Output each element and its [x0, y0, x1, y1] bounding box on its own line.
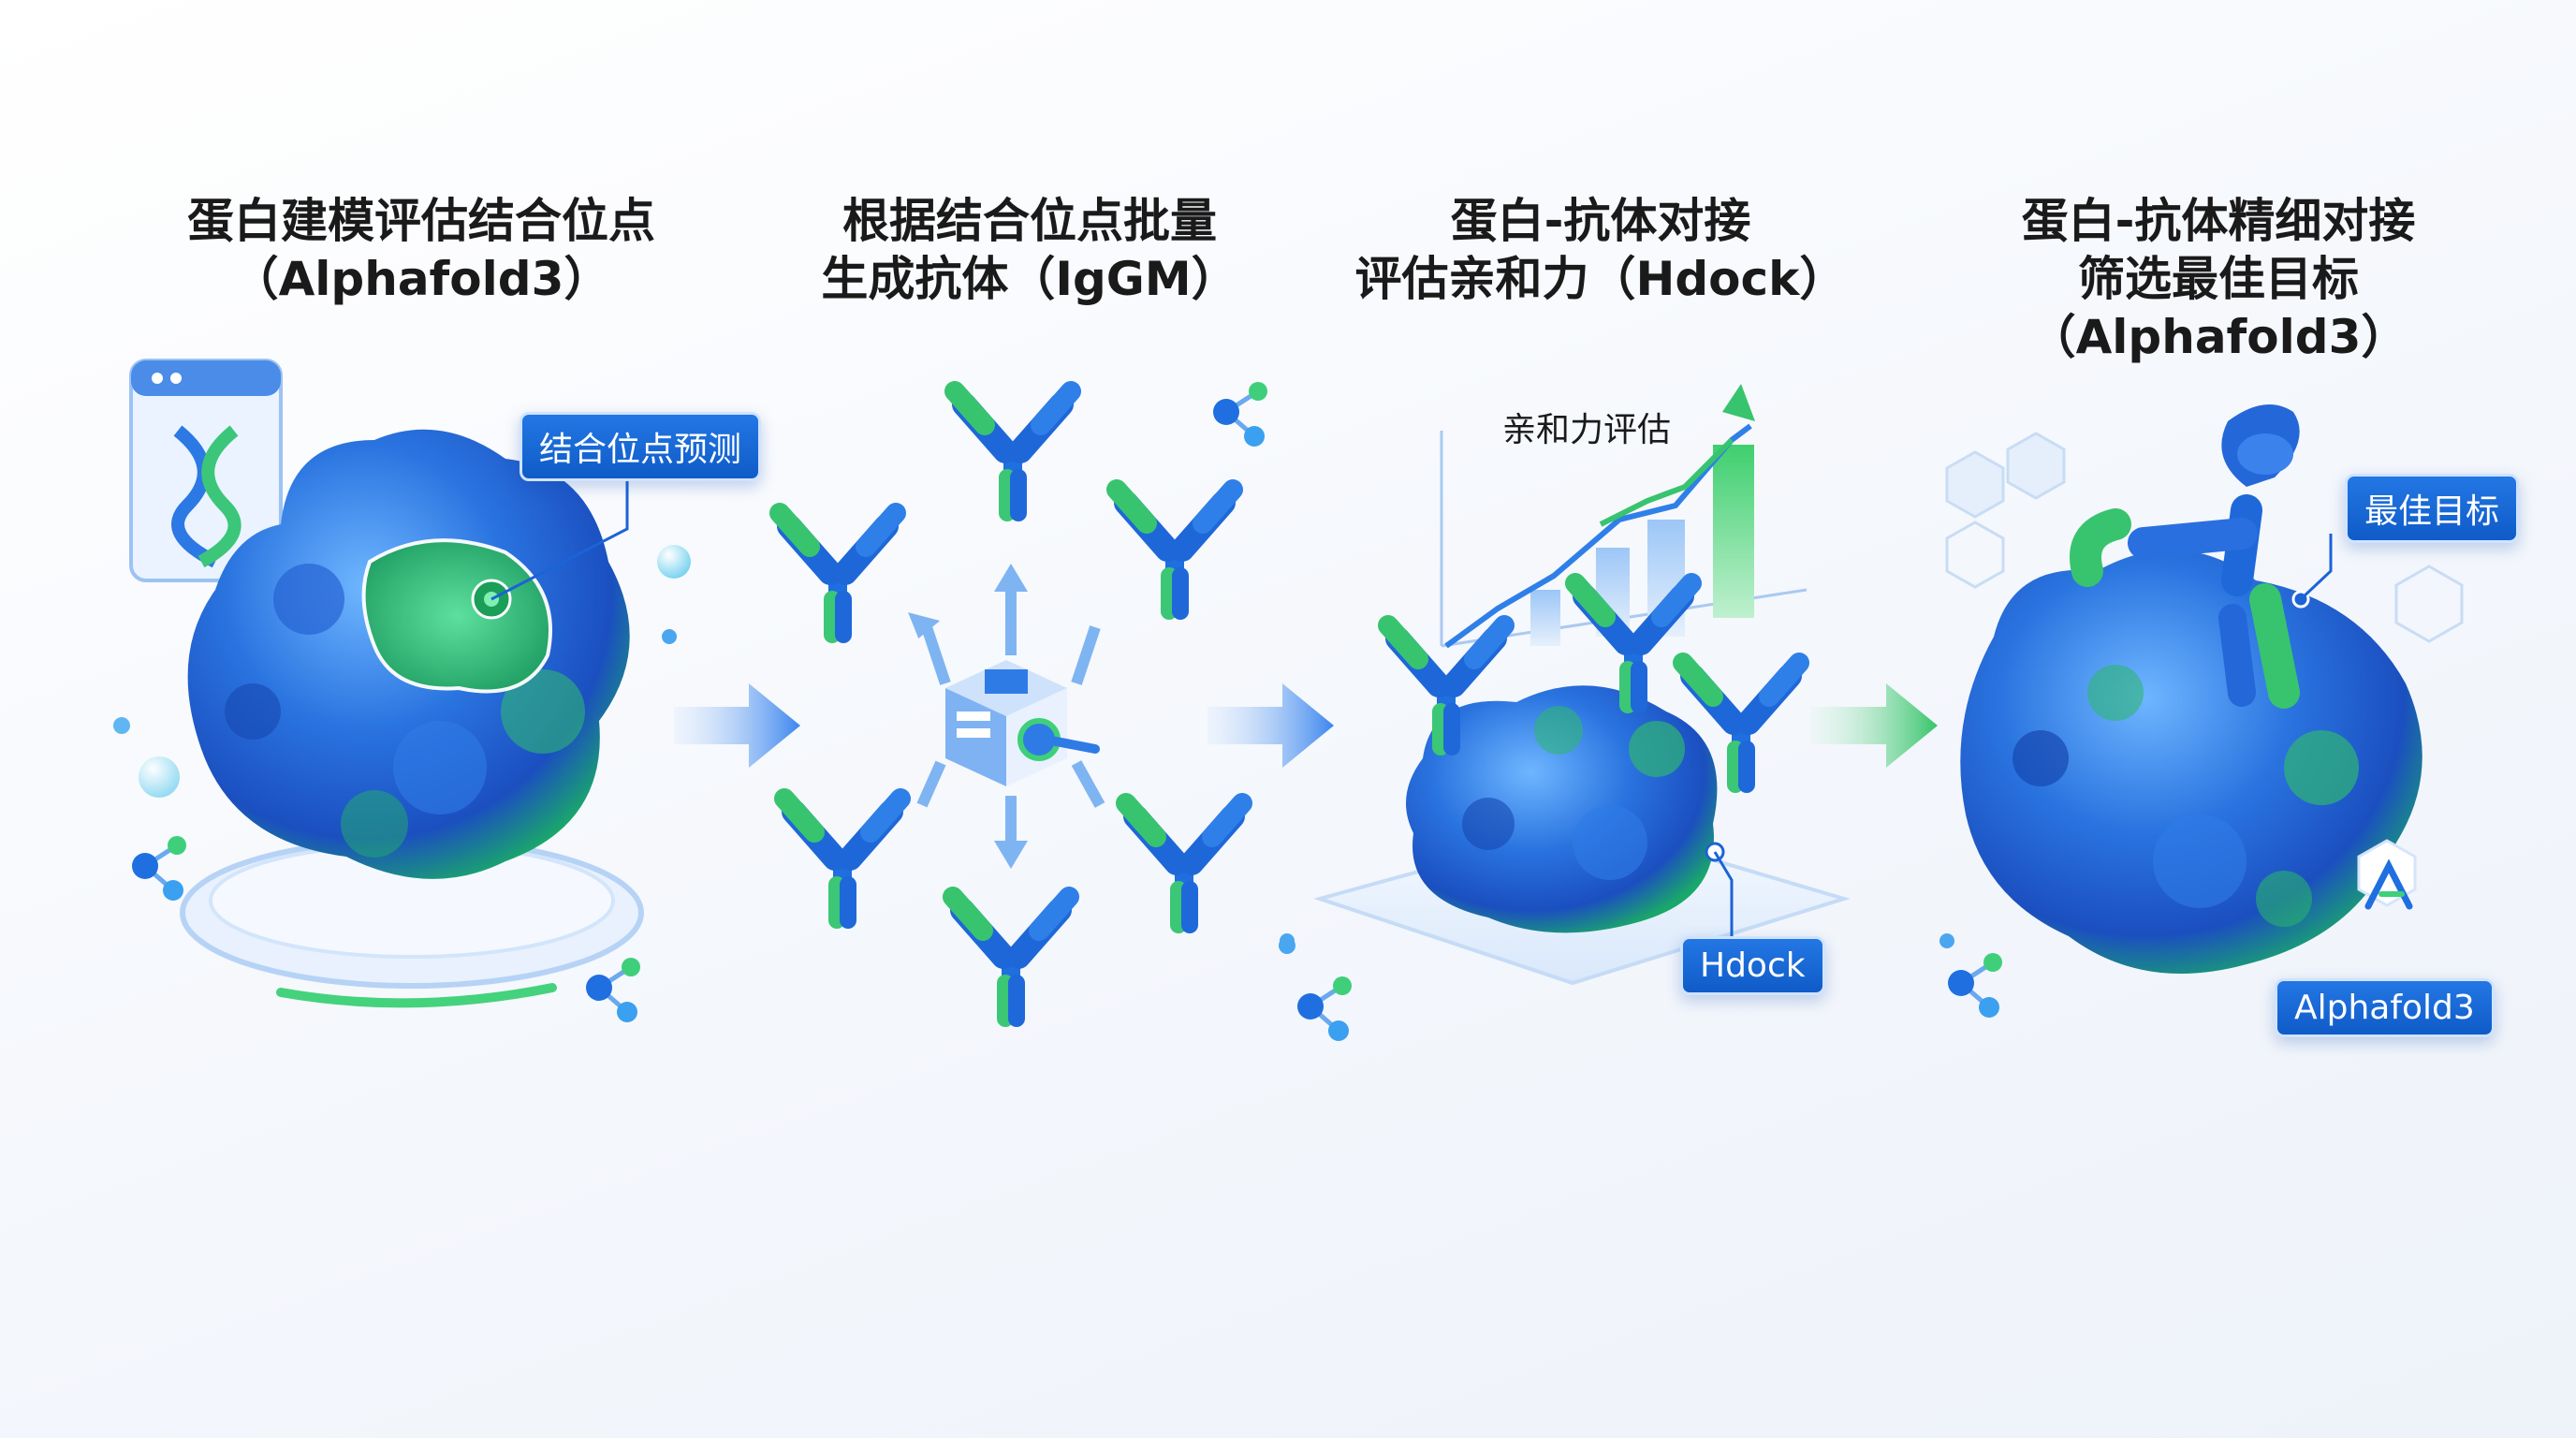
- step4-title-line1: 蛋白-抗体精细对接: [2021, 194, 2416, 248]
- step4-title-line3: （Alphafold3）: [2028, 310, 2408, 364]
- hexagon-decor: [1945, 432, 2464, 643]
- binding-site-tag: 结合位点预测: [520, 412, 762, 481]
- hdock-connector: [1713, 851, 1734, 941]
- antibody-bottom: [953, 897, 1069, 1019]
- generator-cube: [945, 660, 1100, 786]
- flow-arrow-2: [1208, 683, 1334, 768]
- best-target-connector: [2299, 534, 2333, 601]
- step2-title-line1: 根据结合位点批量: [842, 194, 1217, 248]
- decor-molecules-1: [113, 545, 691, 1022]
- best-target-tag: 最佳目标: [2345, 474, 2520, 543]
- hdock-tag: Hdock: [1680, 936, 1825, 995]
- affinity-label: 亲和力评估: [1502, 411, 1672, 449]
- app-window-icon: [129, 359, 283, 582]
- antibody-upper-right: [1117, 490, 1233, 611]
- step3-title-line2: 评估亲和力（Hdock）: [1354, 252, 1847, 306]
- step2-illustration: [780, 382, 1295, 1019]
- alphafold-tag: Alphafold3: [2275, 978, 2495, 1037]
- step1-title-line2: （Alphafold3）: [231, 252, 611, 306]
- step3-illustration: [1280, 384, 1851, 1041]
- step4-illustration: [1939, 404, 2464, 1018]
- step4-title: 蛋白-抗体精细对接 筛选最佳目标 （Alphafold3）: [1956, 192, 2481, 366]
- step2-title-line2: 生成抗体（IgGM）: [821, 252, 1238, 306]
- step3-title-line1: 蛋白-抗体对接: [1450, 194, 1751, 248]
- step2-title: 根据结合位点批量 生成抗体（IgGM）: [768, 192, 1292, 308]
- protein-docking: [1406, 685, 1718, 933]
- radiating-arrows: [908, 564, 1105, 869]
- step3-title: 蛋白-抗体对接 评估亲和力（Hdock）: [1339, 192, 1863, 308]
- antibody-top: [955, 391, 1071, 513]
- antibody-upper-left: [780, 513, 896, 635]
- step1-title: 蛋白建模评估结合位点 （Alphafold3）: [159, 192, 683, 308]
- protein-target: [1960, 550, 2422, 974]
- flow-arrow-3: [1811, 683, 1938, 768]
- antibody-lower-left: [784, 799, 900, 920]
- flow-arrow-1: [674, 683, 800, 768]
- step4-title-line2: 筛选最佳目标: [2078, 252, 2359, 306]
- step1-illustration: [113, 359, 691, 1022]
- binding-site-connector: [490, 463, 629, 601]
- antibody-lower-right: [1126, 803, 1242, 925]
- alphafold-logo-icon: [2357, 839, 2417, 910]
- protein-structure: [187, 429, 630, 879]
- step1-title-line1: 蛋白建模评估结合位点: [187, 194, 655, 248]
- docked-antibody: [2070, 404, 2300, 709]
